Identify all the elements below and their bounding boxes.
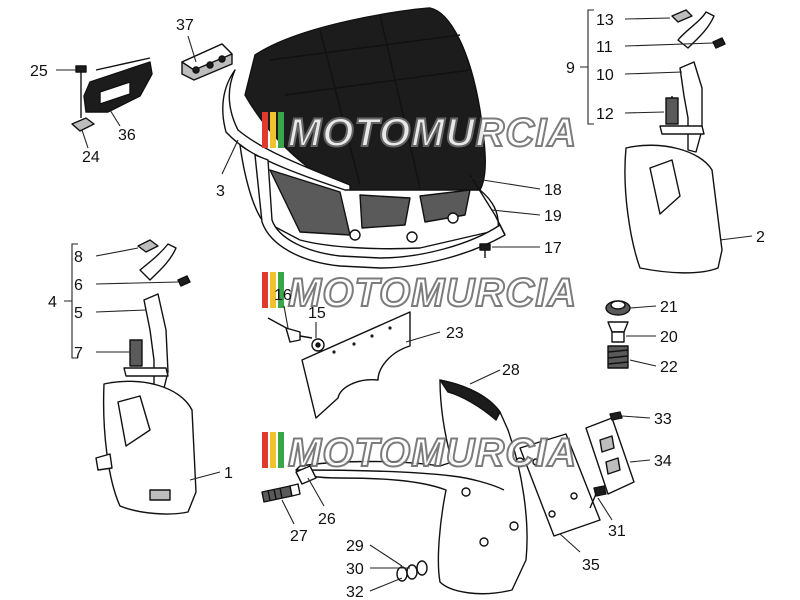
part-8	[137, 239, 159, 253]
part-6-screw	[177, 275, 191, 287]
right-mirror-bracket	[624, 9, 726, 274]
callout-1: 1	[224, 465, 233, 482]
callout-8: 8	[74, 249, 83, 266]
part-12-spring	[665, 97, 679, 125]
callout-18: 18	[544, 182, 562, 199]
callout-11: 11	[596, 39, 613, 56]
callout-16: 16	[274, 287, 292, 304]
parts-20-22-stack	[605, 300, 631, 369]
part-15-washer	[311, 338, 325, 352]
part-31-screw	[589, 485, 607, 509]
part-33-screw	[609, 411, 623, 421]
part-16-pin	[267, 317, 313, 343]
bracket-group-4	[64, 243, 78, 359]
watermark-text: MOTOMURCIA	[288, 111, 577, 155]
callout-10: 10	[596, 67, 614, 84]
callout-2: 2	[756, 229, 765, 246]
part-34-bracket	[585, 417, 635, 495]
part-5-arm	[143, 293, 169, 397]
callout-30: 30	[346, 561, 364, 578]
part-17-screw	[479, 243, 491, 258]
callout-5: 5	[74, 305, 83, 322]
bracket-group-9	[580, 9, 594, 125]
callout-29: 29	[346, 538, 364, 555]
part-25-screw	[75, 65, 87, 118]
callout-6: 6	[74, 277, 83, 294]
callout-26: 26	[318, 511, 336, 528]
callout-12: 12	[596, 106, 614, 123]
part-28-mudguard	[295, 379, 528, 595]
part-11-screw	[712, 37, 726, 49]
callout-37: 37	[176, 17, 194, 34]
callout-31: 31	[608, 523, 626, 540]
callout-33: 33	[654, 411, 672, 428]
part-13	[671, 9, 693, 23]
part-10-arm	[679, 61, 703, 153]
watermark-text: MOTOMURCIA	[288, 271, 577, 315]
part-36-cover	[83, 57, 153, 113]
callout-21: 21	[660, 299, 678, 316]
leader-lines	[56, 17, 753, 592]
part-23-panel	[301, 311, 411, 419]
part-37-clip	[181, 43, 233, 81]
callout-labels: 13 11 9 10 12 2 37 25 36 24 3 18 19 17 8…	[30, 12, 765, 600]
top-cover	[244, 7, 486, 193]
callout-19: 19	[544, 208, 562, 225]
part-2-cover	[624, 144, 723, 274]
callout-15: 15	[308, 305, 326, 322]
part-7-spring	[129, 339, 143, 367]
callout-22: 22	[660, 359, 678, 376]
callout-20: 20	[660, 329, 678, 346]
callout-3: 3	[216, 183, 225, 200]
watermark-3: MOTOMURCIA	[262, 430, 577, 476]
part-27-bolt	[261, 483, 301, 503]
callout-24: 24	[82, 149, 100, 166]
watermark-1: MOTOMURCIA	[262, 110, 577, 156]
callout-32: 32	[346, 584, 364, 600]
watermark-2: MOTOMURCIA	[262, 270, 577, 316]
left-mirror-bracket	[95, 239, 197, 515]
part-35-plate	[519, 433, 601, 537]
callout-34: 34	[654, 453, 672, 470]
callout-35: 35	[582, 557, 600, 574]
part-26-clip	[295, 465, 317, 485]
callout-13: 13	[596, 12, 614, 29]
callout-23: 23	[446, 325, 464, 342]
watermark-text: MOTOMURCIA	[288, 431, 577, 475]
callout-36: 36	[118, 127, 136, 144]
callout-4: 4	[48, 294, 57, 311]
callout-27: 27	[290, 528, 308, 545]
callout-7: 7	[74, 345, 83, 362]
front-body-assembly	[222, 7, 506, 269]
callout-28: 28	[502, 362, 520, 379]
callout-25: 25	[30, 63, 48, 80]
callout-17: 17	[544, 240, 562, 257]
callout-9: 9	[566, 60, 575, 77]
part-24-nut	[71, 117, 95, 132]
